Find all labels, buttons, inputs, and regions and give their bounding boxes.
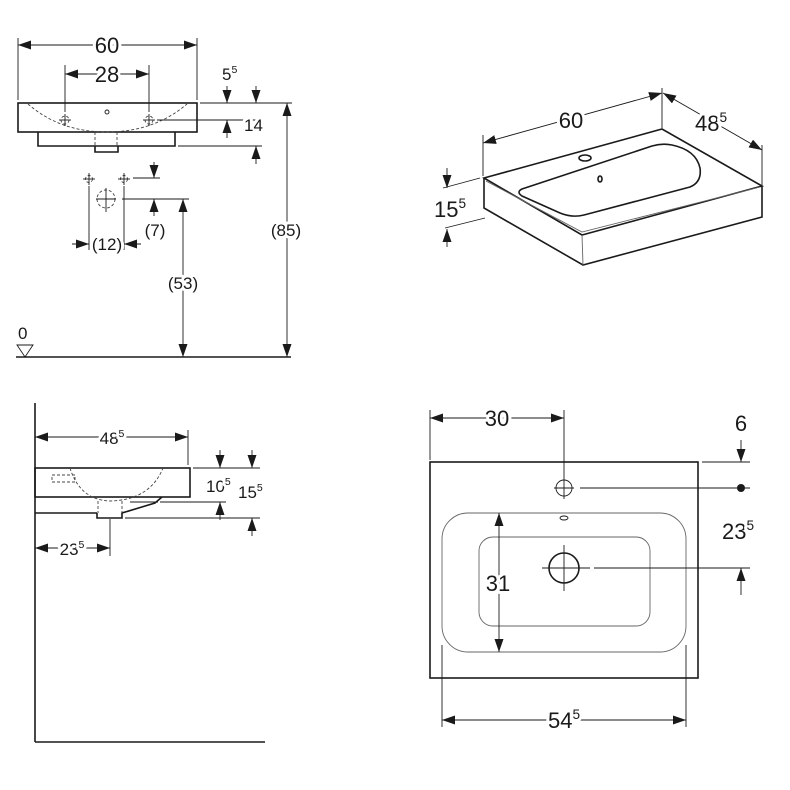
tap-hole-left-icon xyxy=(59,114,71,126)
front-view: 60 28 55 14 (85) (7) xyxy=(15,30,304,358)
drain-hole-icon xyxy=(542,545,590,591)
dim-front-width: 60 xyxy=(95,33,119,58)
basin-apron xyxy=(37,132,176,147)
dim-bowl-depth: 31 xyxy=(486,571,510,596)
dim-drain-distance: 235 xyxy=(60,539,85,559)
dim-connection-offset: (7) xyxy=(145,221,166,240)
dim-rim-offset: 55 xyxy=(222,64,237,84)
dim-tap-offset-y: 6 xyxy=(735,411,747,436)
basin-top-rim xyxy=(441,512,687,653)
iso-top-face xyxy=(481,128,765,236)
basin-front-outline xyxy=(17,102,198,133)
dim-tap-spacing: 28 xyxy=(95,62,119,87)
floor-level-icon xyxy=(16,344,34,358)
dim-side-depth: 485 xyxy=(100,428,125,448)
dim-drain-offset: 235 xyxy=(722,518,754,544)
bowl-hidden-line xyxy=(27,103,188,133)
top-view: 30 6 235 31 545 xyxy=(429,403,757,736)
dim-side-rim-height: 105 xyxy=(206,476,231,496)
iso-bowl xyxy=(518,143,702,217)
dim-total-height: (85) xyxy=(271,221,301,240)
dim-connection-spacing: (12) xyxy=(92,235,122,254)
dim-iso-height: 155 xyxy=(434,196,466,222)
dimension-dot xyxy=(737,484,745,492)
drain-outlet xyxy=(94,146,119,153)
dim-bowl-width: 545 xyxy=(548,707,580,733)
side-drain xyxy=(96,496,163,519)
waste-connection-icon xyxy=(96,188,116,212)
water-connection-right-icon xyxy=(118,173,130,185)
dim-side-total-height: 155 xyxy=(238,482,263,502)
dim-iso-depth: 485 xyxy=(695,110,727,136)
basin-side-outline xyxy=(34,467,191,498)
water-connection-left-icon xyxy=(83,173,95,185)
dim-connection-height: (53) xyxy=(168,274,198,293)
side-bowl-hidden xyxy=(69,467,164,502)
overflow-hole xyxy=(104,109,110,115)
overflow-hole-top xyxy=(559,515,569,521)
floor-level-label: 0 xyxy=(18,324,27,343)
side-view: 485 105 155 235 xyxy=(34,403,266,743)
dim-tap-offset-x: 30 xyxy=(485,406,509,431)
iso-overflow xyxy=(597,175,603,183)
iso-tap-hole xyxy=(578,154,592,162)
dim-iso-width: 60 xyxy=(559,108,583,133)
isometric-view: 60 485 155 xyxy=(431,88,765,266)
tap-hole-icon xyxy=(554,410,574,499)
dim-tap-height: 14 xyxy=(244,116,263,135)
tap-hole-right-icon xyxy=(143,114,155,126)
basin-top-bowl xyxy=(478,536,651,627)
